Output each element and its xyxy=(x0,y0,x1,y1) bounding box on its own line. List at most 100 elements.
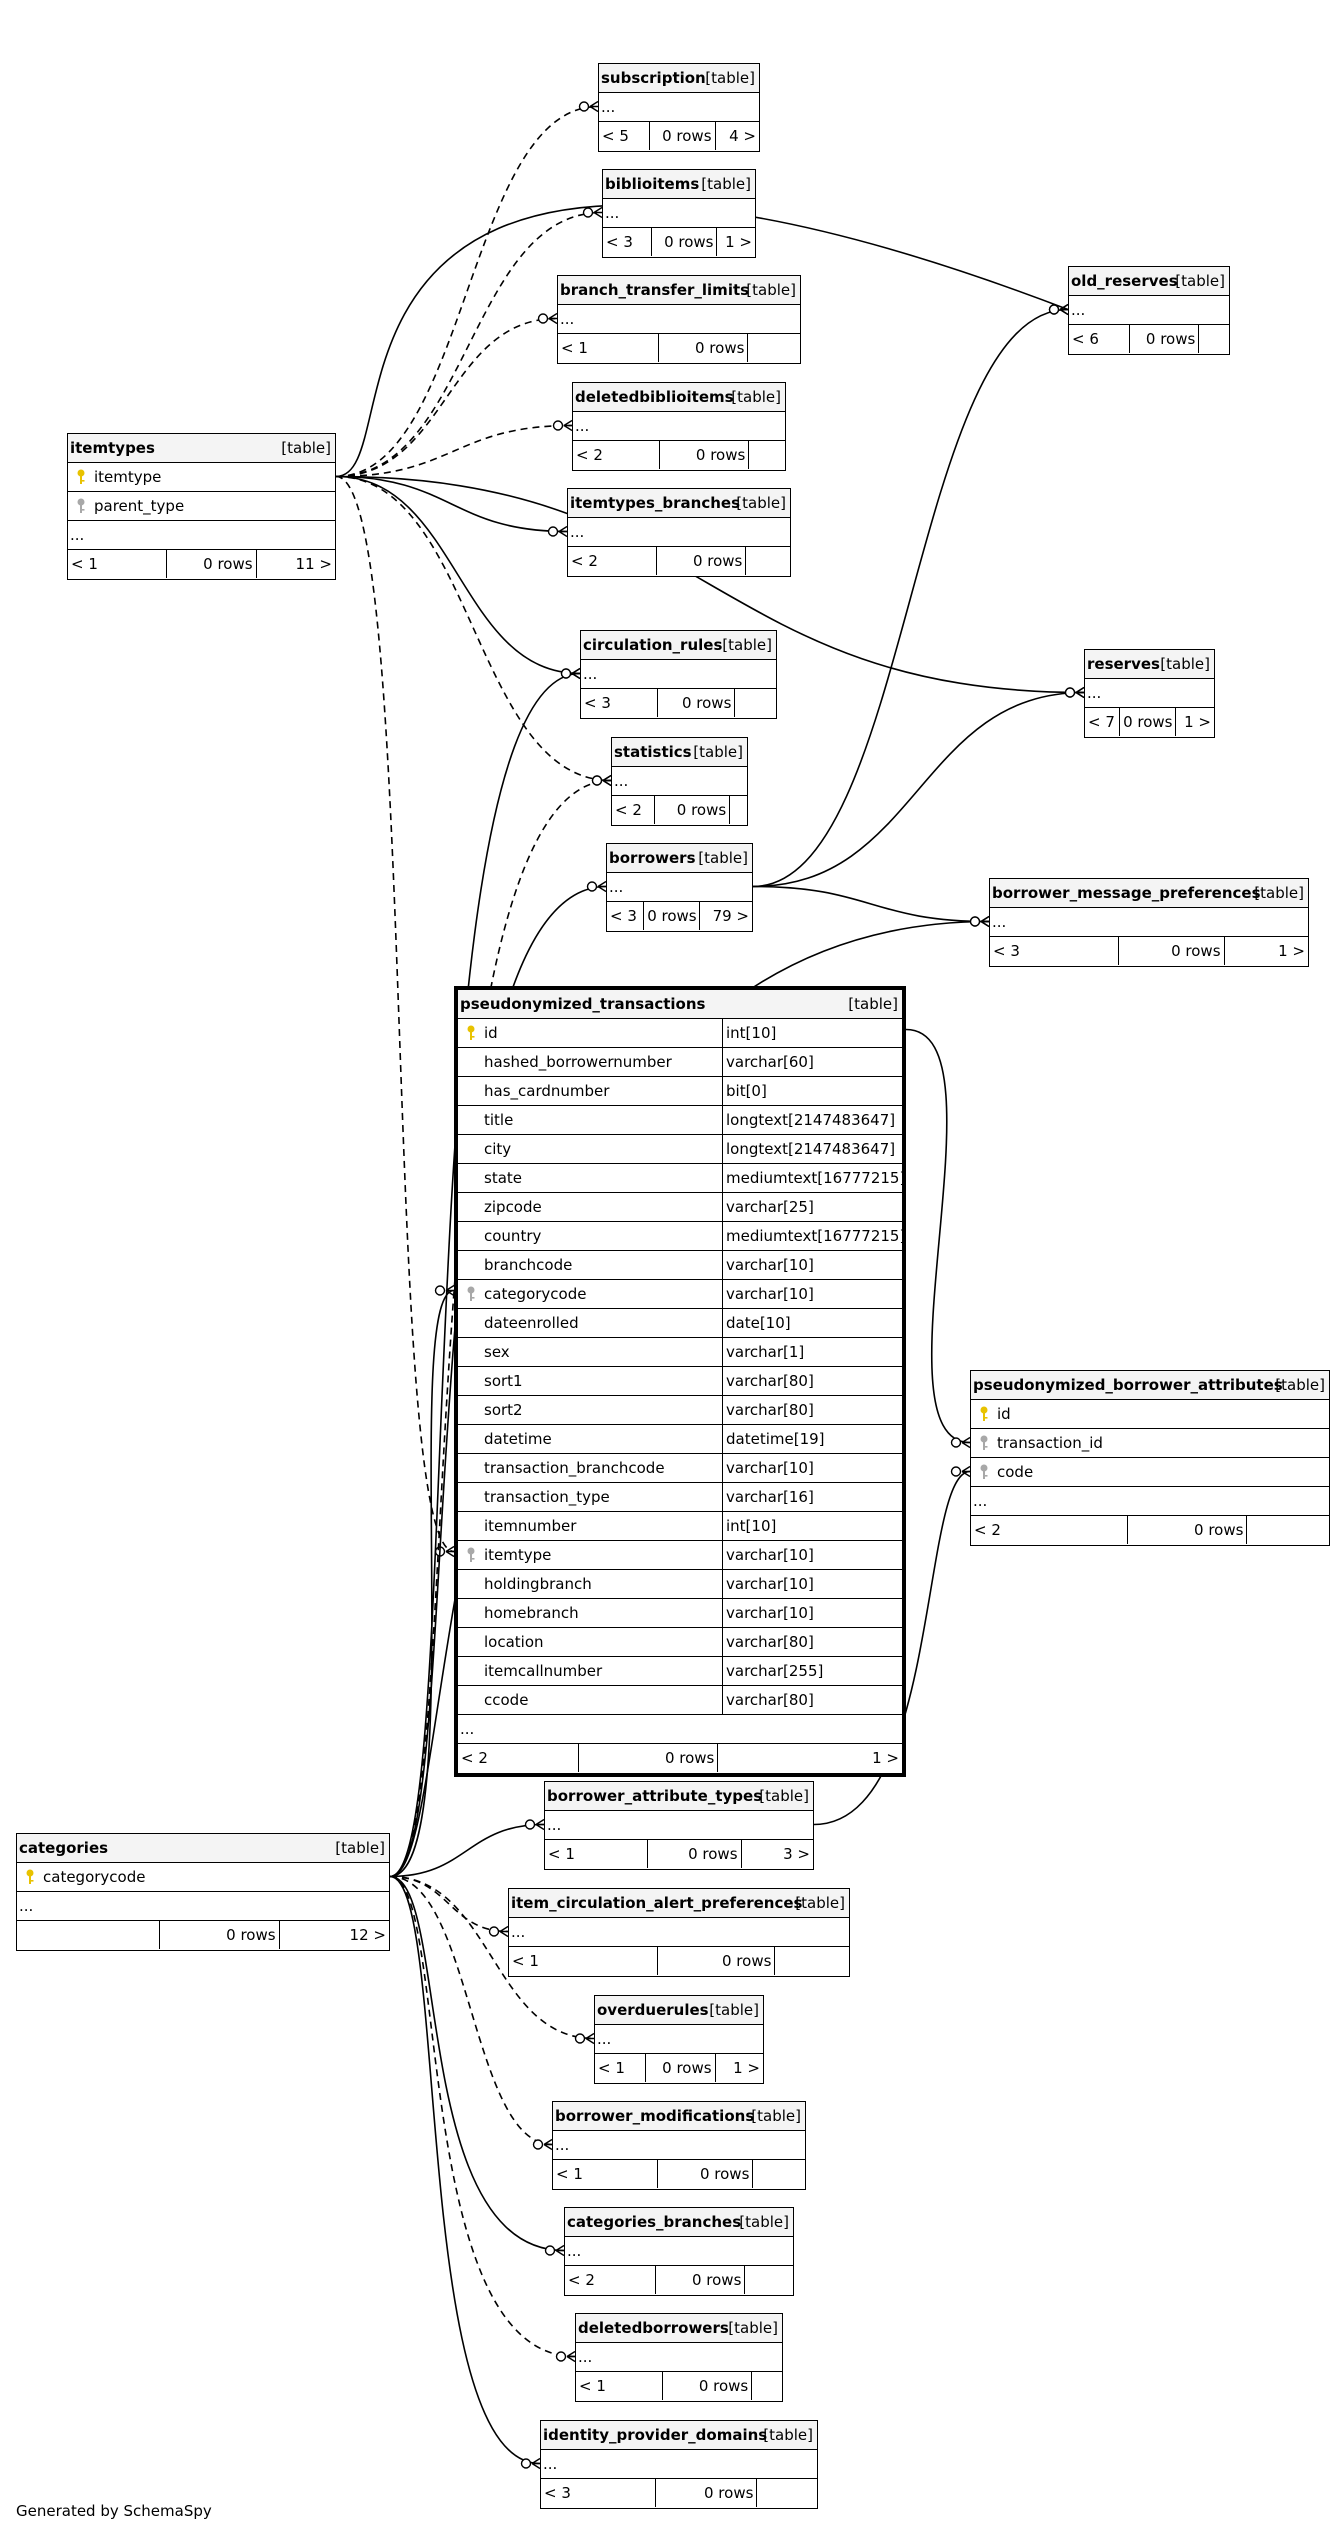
more-columns-indicator: ... xyxy=(565,2237,793,2266)
table-header: itemtypes[table] xyxy=(68,434,335,463)
table-name[interactable]: borrower_attribute_types xyxy=(547,1787,763,1805)
child-count xyxy=(746,547,790,575)
column-row[interactable]: transaction_id xyxy=(971,1429,1329,1458)
column-type: varchar[10] xyxy=(722,1454,814,1482)
table-header: subscription[table] xyxy=(599,64,759,93)
table-name[interactable]: deletedbiblioitems xyxy=(575,388,734,406)
table-pseudonymized_borrower_attributes[interactable]: pseudonymized_borrower_attributes[table]… xyxy=(970,1370,1330,1546)
table-name[interactable]: statistics xyxy=(614,743,692,761)
table-name[interactable]: reserves xyxy=(1087,655,1160,673)
table-name[interactable]: circulation_rules xyxy=(583,636,723,654)
table-name[interactable]: categories_branches xyxy=(567,2213,742,2231)
child-count: 79 > xyxy=(712,907,749,925)
more-columns-indicator: ... xyxy=(68,521,335,550)
column-name: transaction_type xyxy=(484,1488,610,1506)
table-name[interactable]: itemtypes xyxy=(70,439,155,457)
primary-key-icon xyxy=(23,1863,37,1891)
relationship-categories-circulation_rules xyxy=(389,672,581,1878)
table-name[interactable]: itemtypes_branches xyxy=(570,494,741,512)
column-row[interactable]: code xyxy=(971,1458,1329,1487)
column-row[interactable]: itemtype xyxy=(68,463,335,492)
column-name: branchcode xyxy=(484,1256,573,1274)
table-name[interactable]: borrower_message_preferences xyxy=(992,884,1261,902)
row-count: 0 rows xyxy=(660,441,750,469)
optional-marker xyxy=(544,2245,556,2256)
column-row[interactable]: id xyxy=(971,1400,1329,1429)
relationship-categories-statistics xyxy=(389,779,612,1878)
more-columns-indicator: ... xyxy=(990,908,1308,937)
table-name[interactable]: biblioitems xyxy=(605,175,700,193)
more-columns-indicator: ... xyxy=(607,873,752,902)
table-name[interactable]: borrower_modifications xyxy=(555,2107,755,2125)
table-borrower_message_preferences[interactable]: borrower_message_preferences[table]...< … xyxy=(989,878,1309,967)
table-name[interactable]: branch_transfer_limits xyxy=(560,281,750,299)
table-header: item_circulation_alert_preferences[table… xyxy=(509,1889,849,1918)
table-name[interactable]: overduerules xyxy=(597,2001,709,2019)
more-columns-indicator: ... xyxy=(595,2025,763,2054)
table-item_circulation_alert_preferences[interactable]: item_circulation_alert_preferences[table… xyxy=(508,1888,850,1977)
parent-count: < 6 xyxy=(1069,325,1131,353)
relationship-itemtypes-pseudonymized_transactions xyxy=(335,475,455,1553)
table-name[interactable]: pseudonymized_borrower_attributes xyxy=(973,1376,1283,1394)
table-name[interactable]: categories xyxy=(19,1839,109,1857)
row-count: 0 rows xyxy=(663,2372,753,2400)
column-row[interactable]: categorycode xyxy=(17,1863,389,1892)
table-name[interactable]: item_circulation_alert_preferences xyxy=(511,1894,803,1912)
table-name[interactable]: borrowers xyxy=(609,849,696,867)
more-columns-indicator: ... xyxy=(558,305,800,334)
row-count: 0 rows xyxy=(650,122,716,150)
table-name[interactable]: deletedborrowers xyxy=(578,2319,729,2337)
table-name[interactable]: identity_provider_domains xyxy=(543,2426,768,2444)
table-name[interactable]: old_reserves xyxy=(1071,272,1178,290)
table-name[interactable]: subscription xyxy=(601,69,706,87)
table-header: identity_provider_domains[table] xyxy=(541,2421,817,2450)
table-name[interactable]: pseudonymized_transactions xyxy=(460,995,706,1013)
relationship-borrowers-reserves xyxy=(752,691,1085,888)
column-row[interactable]: parent_type xyxy=(68,492,335,521)
